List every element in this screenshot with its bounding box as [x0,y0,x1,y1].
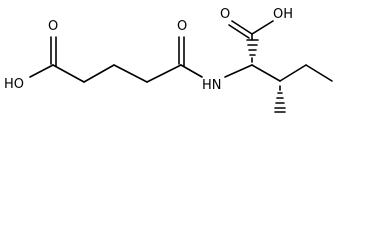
bond-c4-c5 [146,64,182,83]
bond-c1-oh [29,64,54,78]
atom-label-amide-oxygen: O [177,19,187,34]
bond-ccooh-o-double-a [231,20,253,35]
bond-cbeta-cgamma [279,64,307,82]
bond-ccooh-o-double-b [228,24,250,39]
bond-c2-c3 [83,64,115,83]
bond-cgamma-cdelta [305,64,333,82]
bond-c5-n [180,64,203,78]
bond-n-calpha [224,64,253,78]
bond-ccooh-oh [251,20,274,35]
bond-c1-c2 [52,64,85,83]
atom-label-left-carbonyl-oxygen: O [48,19,58,34]
stereo-hash-bond-cbeta-methyl [274,85,286,113]
structure-canvas: HO O O HN O OH [4,7,333,113]
atom-label-right-hydroxyl: OH [273,7,293,22]
bond-calpha-cbeta [251,64,281,82]
atom-label-amide-nitrogen: HN [202,78,222,93]
stereo-hash-bond-calpha-ccooh [246,39,259,63]
atom-label-left-hydroxyl: HO [4,77,24,92]
atom-label-right-carbonyl-oxygen: O [220,7,230,22]
bond-c3-c4 [113,64,148,83]
chemical-structure-diagram: HO O O HN O OH [4,7,333,113]
